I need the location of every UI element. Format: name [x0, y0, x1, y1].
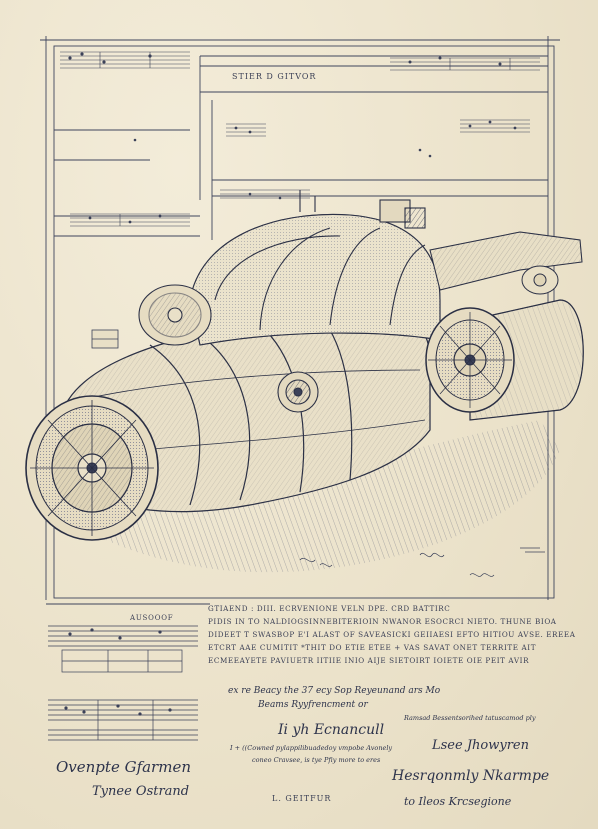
note-line: coneo Cravsee, is tye Pfiy more to eres [252, 756, 381, 764]
signature-left-top: Ovenpte Gfarmen [56, 758, 191, 776]
note-line: I + ((Cowned pylappilibuadedoy vmpobe Av… [230, 744, 393, 752]
side-hub [277, 371, 319, 413]
text-line: ECMEEAYETE PAVIUETR IITIIE INIO AIJE SIE… [208, 656, 530, 665]
staff-fragments [60, 51, 540, 227]
left-pod [138, 284, 212, 346]
side-device [91, 329, 119, 349]
signature-mid: Ii yh Ecnancull [278, 722, 385, 738]
signature-left-bottom: Tynee Ostrand [92, 784, 190, 799]
sheet-music-bottom [48, 625, 198, 741]
text-line: DIDEET T SWASBOP E'I ALAST OF SAVEASICKI… [208, 630, 576, 639]
left-label: AUSOOOF [130, 614, 174, 622]
caption: L. GEITFUR [272, 794, 332, 803]
signature-right-1: Hesrqonmly Nkarmpe [392, 768, 550, 784]
cockpit-dome [189, 190, 441, 346]
lower-scribbles [299, 547, 545, 577]
upper-arm [429, 231, 583, 295]
note-line: ex re Beacy the 37 ecy Sop Reyeunand ars… [228, 686, 441, 696]
note-line: Ramsad Bessentsorihed tatuscamod ply [404, 714, 536, 722]
header-title: STIER D GITVOR [232, 72, 317, 81]
nose-engine [25, 395, 159, 541]
right-turbine [425, 299, 584, 421]
ground-shadow [70, 420, 560, 573]
note-line: Beams Ryyfrencment or [258, 700, 368, 710]
text-line: PIDIS IN TO NALDIOGSINNEBITERIOIN NWANOR… [208, 617, 557, 626]
signature-mid-right: Lsee Jhowyren [432, 738, 529, 753]
text-line: ETCRT AAE CUMITIT *THIT DO ETIE ETEE + V… [208, 643, 537, 652]
frame-lines [40, 36, 560, 605]
text-line: GTIAEND : DIII. ECRVENIONE VELN DPE. CRD… [208, 604, 451, 613]
signature-right-2: to Ileos Krcsegione [404, 795, 512, 808]
